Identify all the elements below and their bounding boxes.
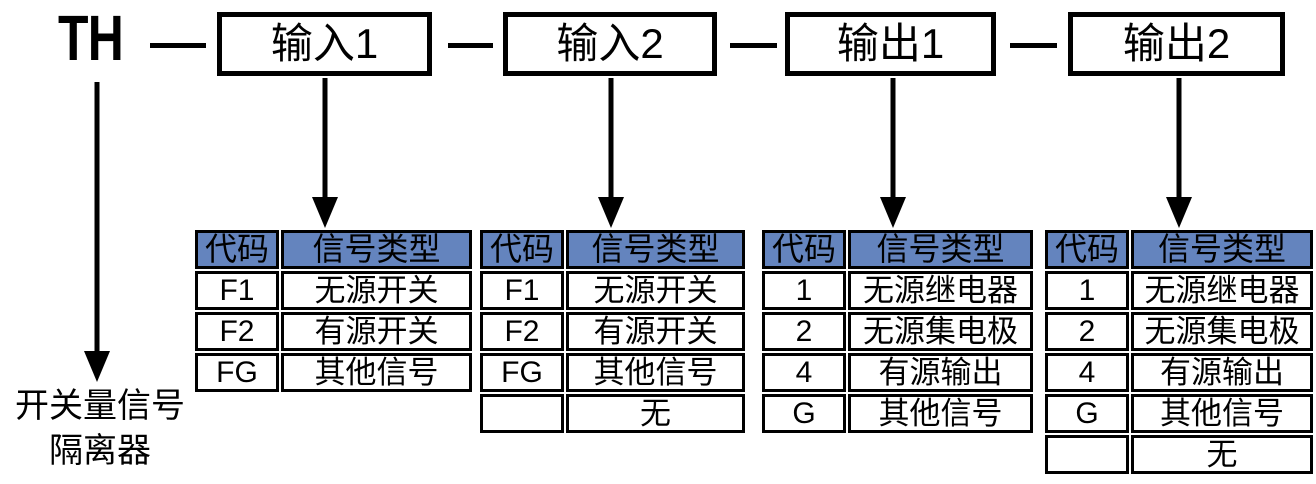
segment-box-label: 输入1	[270, 20, 379, 67]
arrow-head-icon	[312, 197, 338, 228]
signal-type-cell: 其他信号	[281, 353, 472, 392]
code-column-header: 代码	[1045, 230, 1129, 269]
code-column-header: 代码	[195, 230, 279, 269]
code-cell: FG	[480, 353, 564, 392]
table-header-row: 代码 信号类型	[1045, 230, 1313, 269]
arrow-head-icon	[598, 197, 624, 228]
prefix-caption: 开关量信号 隔离器	[0, 384, 200, 474]
code-cell: F2	[480, 312, 564, 351]
code-cell: F2	[195, 312, 279, 351]
segment-box-label: 输入2	[556, 20, 664, 67]
signal-type-cell: 其他信号	[848, 394, 1033, 433]
code-cell: F1	[195, 271, 279, 310]
table-header-row: 代码 信号类型	[480, 230, 745, 269]
code-cell	[1045, 435, 1129, 474]
table-row: 无	[480, 394, 745, 433]
code-cell: 4	[762, 353, 846, 392]
code-column-header: 代码	[480, 230, 564, 269]
segment-box-label: 输出2	[1122, 20, 1231, 67]
arrow-stem	[1176, 78, 1182, 200]
segment-box-input1: 输入1	[217, 12, 432, 76]
code-column-header: 代码	[762, 230, 846, 269]
signal-type-cell: 有源输出	[1131, 353, 1313, 392]
arrow-head-icon	[84, 351, 110, 382]
arrow-stem	[322, 78, 328, 200]
down-arrow-output2	[1166, 78, 1192, 228]
signal-type-column-header: 信号类型	[281, 230, 472, 269]
signal-type-cell: 无	[1131, 435, 1313, 474]
down-arrow-input2	[598, 78, 624, 228]
segment-box-label: 输出1	[836, 20, 945, 67]
signal-type-column-header: 信号类型	[848, 230, 1033, 269]
arrow-head-icon	[880, 197, 906, 228]
signal-type-cell: 有源开关	[566, 312, 745, 351]
signal-type-cell: 无源继电器	[1131, 271, 1313, 310]
down-arrow-output1	[880, 78, 906, 228]
code-cell: 2	[1045, 312, 1129, 351]
signal-type-cell: 无源集电极	[848, 312, 1033, 351]
code-cell: 1	[1045, 271, 1129, 310]
arrow-head-icon	[1166, 197, 1192, 228]
model-prefix-label: TH	[58, 2, 124, 74]
down-arrow-prefix	[84, 82, 110, 382]
code-cell: G	[762, 394, 846, 433]
arrow-stem	[94, 82, 100, 354]
separator-dash	[730, 43, 777, 48]
segment-box-output2: 输出2	[1068, 12, 1285, 76]
table-row: 无	[1045, 435, 1313, 474]
code-cell	[480, 394, 564, 433]
signal-type-column-header: 信号类型	[1131, 230, 1313, 269]
separator-dash	[150, 43, 206, 48]
segment-box-input2: 输入2	[503, 12, 717, 76]
segment-box-output1: 输出1	[785, 12, 996, 76]
signal-type-cell: 有源输出	[848, 353, 1033, 392]
signal-type-cell: 无源继电器	[848, 271, 1033, 310]
code-cell: FG	[195, 353, 279, 392]
arrow-stem	[608, 78, 614, 200]
arrow-stem	[890, 78, 896, 200]
down-arrow-input1	[312, 78, 338, 228]
separator-dash	[448, 43, 493, 48]
signal-type-column-header: 信号类型	[566, 230, 745, 269]
signal-type-cell: 无	[566, 394, 745, 433]
separator-dash	[1010, 43, 1057, 48]
signal-type-cell: 其他信号	[566, 353, 745, 392]
signal-type-cell: 无源开关	[281, 271, 472, 310]
signal-type-cell: 有源开关	[281, 312, 472, 351]
table-header-row: 代码 信号类型	[195, 230, 472, 269]
prefix-caption-line1: 开关量信号	[15, 387, 185, 425]
table-header-row: 代码 信号类型	[762, 230, 1033, 269]
signal-type-cell: 无源开关	[566, 271, 745, 310]
code-cell: F1	[480, 271, 564, 310]
code-cell: G	[1045, 394, 1129, 433]
signal-type-cell: 其他信号	[1131, 394, 1313, 433]
code-cell: 2	[762, 312, 846, 351]
code-cell: 1	[762, 271, 846, 310]
code-cell: 4	[1045, 353, 1129, 392]
signal-type-cell: 无源集电极	[1131, 312, 1313, 351]
prefix-caption-line2: 隔离器	[49, 432, 151, 470]
